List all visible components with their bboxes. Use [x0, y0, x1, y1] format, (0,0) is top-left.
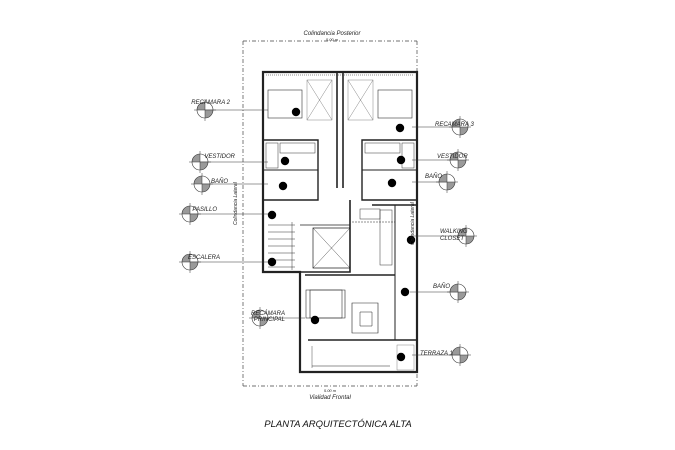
room-dot-marker: [267, 210, 277, 220]
room-dot-marker: [396, 155, 406, 165]
room-label: VESTIDOR: [204, 154, 235, 160]
room-label: VESTIDOR: [437, 154, 468, 160]
room-callout: RECAMARA 3: [395, 116, 474, 138]
room-label: BAÑO: [425, 173, 442, 180]
rear-dimension: 5.00 m: [326, 37, 339, 42]
walls: [261, 70, 419, 374]
closet-shelving: [265, 142, 415, 266]
room-callout: BAÑO: [191, 173, 288, 195]
front-boundary-label: Vialidad Frontal: [309, 395, 351, 401]
room-callout: WALKING: [406, 225, 477, 247]
room-dot-marker: [310, 315, 320, 325]
room-dot-marker: [396, 352, 406, 362]
room-dot-marker: [278, 181, 288, 191]
section-marker-icon: [447, 149, 469, 171]
room-callout: BAÑO: [387, 171, 458, 193]
section-marker-icon: [455, 225, 477, 247]
room-dot-marker: [267, 257, 277, 267]
section-marker-icon: [449, 116, 471, 138]
plan-title: PLANTA ARQUITECTÓNICA ALTA: [264, 419, 411, 430]
section-marker-icon: [189, 151, 211, 173]
room-label: TERRAZA 1: [420, 351, 453, 357]
room-callout: CLOSET: [440, 236, 465, 242]
section-marker-icon: [449, 344, 471, 366]
room-callout: BAÑO: [400, 281, 469, 303]
room-callout: RECAMARA 2: [191, 99, 301, 121]
section-marker-icon: [436, 171, 458, 193]
stairs: [268, 222, 295, 270]
room-callout: RECÁMARA: [249, 307, 320, 329]
room-label: RECAMARA 3: [435, 122, 474, 128]
front-dimension: 5.00 m: [324, 388, 337, 393]
room-callout: VESTIDOR: [396, 149, 469, 171]
section-marker-icon: [179, 203, 201, 225]
section-marker-icon: [447, 281, 469, 303]
section-marker-icon: [179, 251, 201, 273]
room-dot-marker: [395, 123, 405, 133]
room-callout: TERRAZA 1: [396, 344, 471, 366]
right-boundary-label: Colindancia Lateral: [410, 201, 416, 245]
room-label: CLOSET: [440, 236, 465, 242]
section-marker-icon: [249, 307, 271, 329]
room-label: BAÑO: [433, 283, 450, 290]
room-label: PASILLO: [192, 207, 217, 213]
room-dot-marker: [387, 178, 397, 188]
room-dot-marker: [406, 235, 416, 245]
room-label: ESCALERA: [188, 255, 220, 261]
room-callout: PRINCIPAL: [254, 317, 285, 323]
room-label: RECAMARA 2: [191, 100, 230, 106]
section-marker-icon: [194, 99, 216, 121]
room-callout: ESCALERA: [179, 251, 277, 273]
beds: [267, 89, 413, 319]
rear-boundary-label: Colindancia Posterior: [303, 31, 361, 37]
room-dot-marker: [280, 156, 290, 166]
room-callout: VESTIDOR: [189, 151, 290, 173]
room-label: PRINCIPAL: [254, 317, 285, 323]
section-marker-icon: [191, 173, 213, 195]
room-label: BAÑO: [211, 178, 228, 185]
room-dot-marker: [291, 107, 301, 117]
room-callout: PASILLO: [179, 203, 277, 225]
room-label: WALKING: [440, 229, 468, 235]
room-dot-marker: [400, 287, 410, 297]
room-label: RECÁMARA: [251, 310, 285, 317]
left-boundary-label: Colindancia Lateral: [233, 181, 239, 225]
